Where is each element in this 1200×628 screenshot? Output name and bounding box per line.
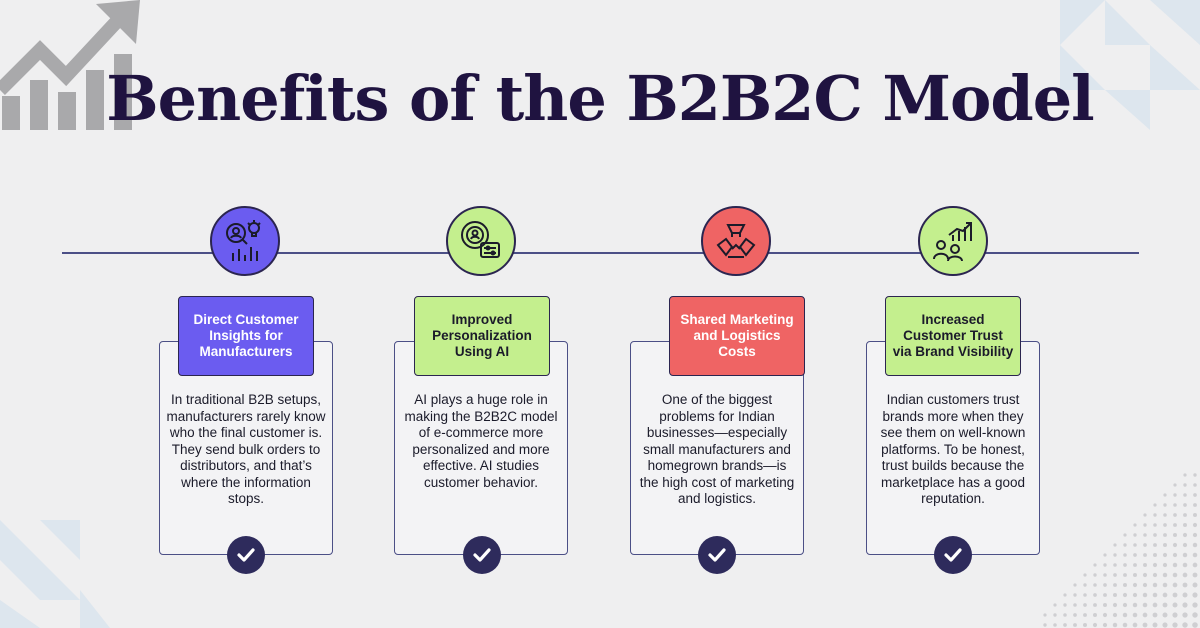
- check-icon: [463, 536, 501, 574]
- timeline-line: [62, 252, 1139, 254]
- geometric-pattern-decoration: [1060, 0, 1200, 130]
- dot-pattern-decoration: [1043, 473, 1198, 628]
- check-icon: [698, 536, 736, 574]
- check-icon: [934, 536, 972, 574]
- page-title: Benefits of the B2B2C Model: [106, 62, 1094, 135]
- benefit-text-4: Indian customers trust brands more when …: [880, 392, 1026, 506]
- benefit-label-4: Increased Customer Trust via Brand Visib…: [885, 296, 1021, 376]
- benefit-card-4: [866, 341, 1040, 555]
- growth-arrow-icon: [0, 0, 140, 130]
- benefit-card-1: [159, 341, 333, 555]
- timeline-node-2: [446, 206, 516, 276]
- benefit-text-2: AI plays a huge role in making the B2B2C…: [404, 392, 558, 490]
- geometric-pattern-decoration: [0, 520, 110, 628]
- benefit-card-3: [630, 341, 804, 555]
- customer-insights-icon: [226, 220, 261, 261]
- timeline-node-1: [210, 206, 280, 276]
- benefit-label-3: Shared Marketing and Logistics Costs: [669, 296, 805, 376]
- shared-costs-icon: [716, 224, 756, 258]
- timeline-node-3: [701, 206, 771, 276]
- ai-personalization-icon: [461, 221, 500, 258]
- check-icon: [227, 536, 265, 574]
- benefit-card-2: [394, 341, 568, 555]
- benefit-label-2: Improved Personalization Using AI: [414, 296, 550, 376]
- benefit-label-1: Direct Customer Insights for Manufacture…: [178, 296, 314, 376]
- benefit-text-3: One of the biggest problems for Indian b…: [639, 392, 795, 506]
- customer-trust-icon: [933, 222, 972, 262]
- timeline-node-4: [918, 206, 988, 276]
- benefit-text-1: In traditional B2B setups, manufacturers…: [166, 392, 326, 506]
